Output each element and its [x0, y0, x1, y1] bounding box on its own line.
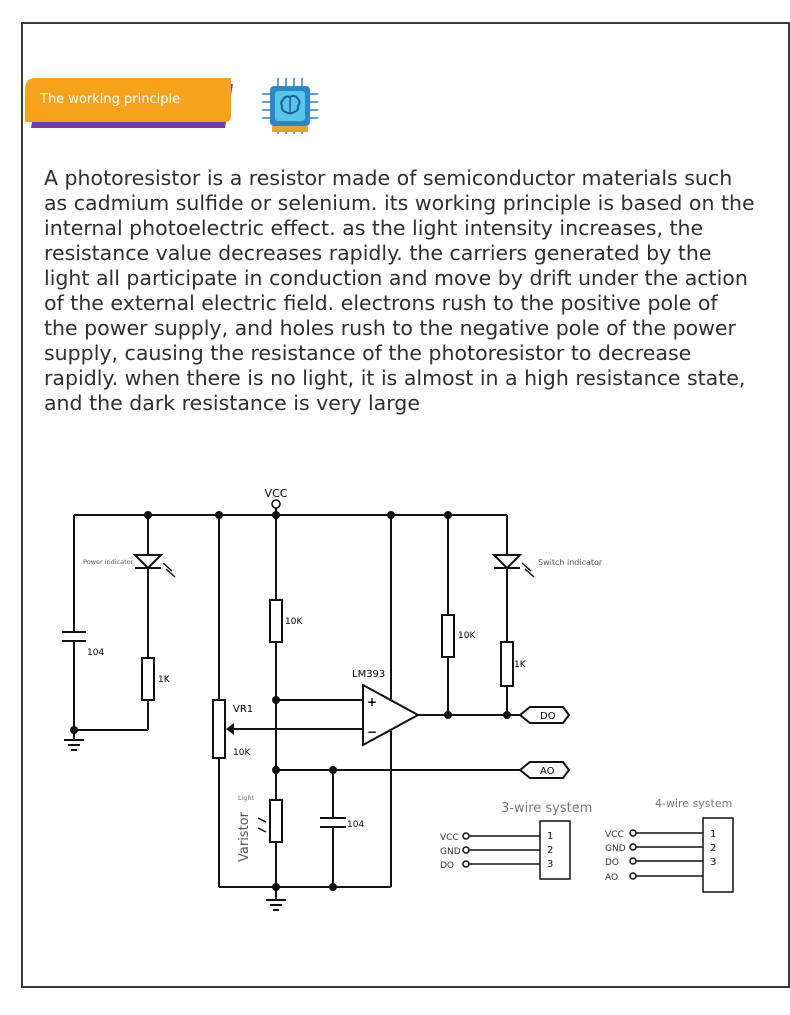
four-wire-pin-label: GND [605, 844, 626, 854]
four-wire-pin-label: AO [605, 873, 618, 883]
four-wire-pin-label: VCC [605, 830, 624, 840]
comparator-plus: + [367, 695, 377, 709]
page-frame [21, 22, 790, 988]
three-wire-title: 3-wire system [501, 801, 592, 816]
section-banner [25, 78, 233, 128]
section-title: The working principle [40, 92, 181, 107]
r-led2-label: 1K [514, 660, 527, 670]
three-wire-pin-label: VCC [440, 833, 459, 843]
r-led1-label: 1K [158, 675, 171, 685]
r-pullup-label: 10K [458, 631, 476, 641]
three-wire-pin-number: 1 [547, 831, 553, 842]
three-wire-pin-label: GND [440, 847, 461, 857]
switch-indicator-label: Switch indicator [538, 558, 603, 567]
four-wire-pin-number: 1 [710, 829, 716, 840]
light-label: Light [238, 794, 255, 802]
three-wire-pin-number: 2 [547, 845, 553, 856]
c1-label: 104 [87, 648, 104, 658]
four-wire-title: 4-wire system [655, 797, 732, 810]
varistor-label: Varistor [237, 811, 252, 862]
vr1-label: VR1 [233, 704, 253, 715]
comparator-minus: − [367, 725, 377, 739]
four-wire-pin-number: 2 [710, 843, 716, 854]
three-wire-pin-label: DO [440, 861, 454, 871]
four-wire-pin-label: DO [605, 858, 619, 868]
vcc-label: VCC [265, 487, 288, 500]
vr1-value: 10K [233, 748, 251, 758]
r-divider-label: 10K [285, 617, 303, 627]
power-indicator-label: Power indicator [83, 558, 134, 566]
comparator-label: LM393 [352, 669, 385, 680]
description-text: A photoresistor is a resistor made of se… [44, 166, 755, 415]
three-wire-pin-number: 3 [547, 859, 553, 870]
four-wire-pin-number: 3 [710, 857, 716, 868]
ao-output-label: AO [540, 766, 555, 777]
circuit-schematic: VCC Power indicator Switch indicator 104… [62, 487, 734, 911]
do-output-label: DO [540, 711, 556, 722]
c2-label: 104 [347, 820, 364, 830]
brain-chip-icon [262, 78, 318, 134]
